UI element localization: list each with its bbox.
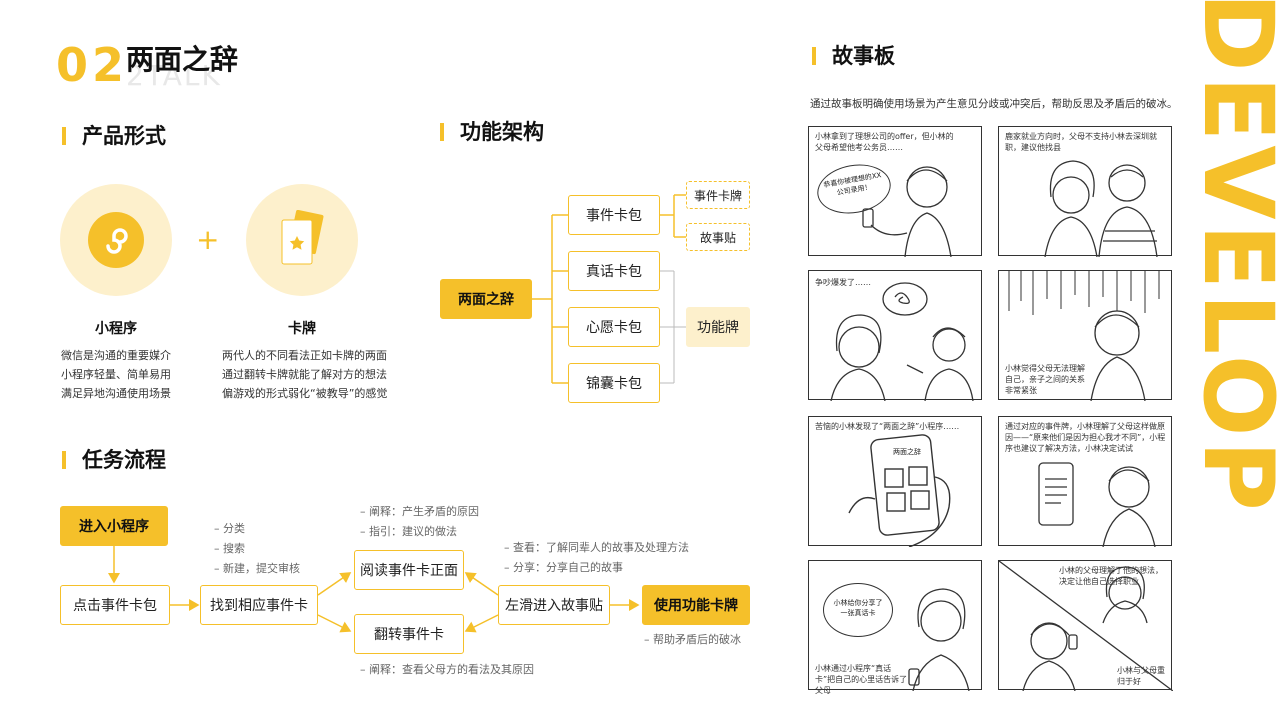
branch-tips-pack: 锦囊卡包 (568, 363, 660, 403)
architecture-root: 两面之辞 (440, 279, 532, 319)
flow-use-function-card: 使用功能卡牌 (642, 585, 750, 625)
notes-read-front: – 阐释：产生矛盾的原因 – 指引：建议的做法 (360, 505, 479, 538)
architecture-title: 功能架构 (440, 120, 544, 144)
story-panel-2: 鹿家就业方向时，父母不支持小林去深圳就职，建议他找县 (998, 126, 1172, 257)
flow-read-front: 阅读事件卡正面 (354, 550, 464, 590)
notes-swipe-story: – 查看：了解同辈人的故事及处理方法 – 分享：分享自己的故事 (504, 541, 689, 574)
story-panel-5: 苦恼的小林发现了“两面之辞”小程序…… 两面之辞 (808, 416, 982, 547)
storyboard-subtitle: 通过故事板明确使用场景为产生意见分歧或冲突后，帮助反思及矛盾后的破冰。 (810, 98, 1178, 110)
story-panel-4: 小林觉得父母无法理解自己，亲子之间的关系非常紧张 (998, 270, 1172, 401)
mini-program-label: 小程序 (95, 321, 137, 337)
function-card-node: 功能牌 (686, 307, 750, 347)
illustration-reconcile (999, 561, 1173, 691)
storyboard-title: 故事板 (812, 44, 895, 68)
flow-click-pack: 点击事件卡包 (60, 585, 170, 625)
notes-use-function: – 帮助矛盾后的破冰 (644, 633, 741, 646)
develop-side-text: DEVELOP (1200, 0, 1280, 515)
mini-program-circle (60, 184, 172, 296)
story-panel-8: 小林的父母理解了他的想法，决定让他自己选择职业 小林与父母重归于好 (998, 560, 1173, 691)
story-panel-6: 通过对应的事件牌，小林理解了父母这样做原因——“原来他们是因为担心我才不同”，小… (998, 416, 1172, 547)
card-circle (246, 184, 358, 296)
event-card-sub: 事件卡牌 (686, 181, 750, 209)
story-sticker-sub: 故事贴 (686, 223, 750, 251)
illustration-argument (830, 282, 974, 401)
illustration-boy-phone (862, 166, 952, 257)
card-desc: 两代人的不同看法正如卡牌的两面 通过翻转卡牌就能了解对方的想法 偏游戏的形式弱化… (222, 349, 388, 400)
mini-program-desc: 微信是沟通的重要媒介 小程序轻量、简单易用 满足异地沟通使用场景 (61, 349, 171, 400)
product-form-title: 产品形式 (62, 124, 166, 148)
branch-event-pack: 事件卡包 (568, 195, 660, 235)
story-panel-3: 争吵爆发了…… (808, 270, 982, 401)
illustration-sad-boy (1008, 271, 1160, 401)
notes-find-card: – 分类 – 搜索 – 新建，提交审核 (214, 522, 300, 575)
page-title: 两面之辞 (126, 43, 239, 76)
task-flow-title: 任务流程 (62, 448, 166, 472)
title-english-watermark: 2TALK (126, 59, 222, 92)
illustration-reading-phone (1038, 462, 1156, 547)
story-panel-1: 小林拿到了理想公司的offer，但小林的父母希望他考公务员…… 恭喜你被理想的X… (808, 126, 982, 257)
section-number: 02 (56, 38, 129, 92)
branch-truth-pack: 真话卡包 (568, 251, 660, 291)
flow-start: 进入小程序 (60, 506, 168, 546)
notes-flip-card: – 阐释：查看父母方的看法及其原因 (360, 663, 534, 676)
mini-program-icon (88, 212, 144, 268)
illustration-parents (1044, 160, 1158, 257)
flow-flip-card: 翻转事件卡 (354, 614, 464, 654)
flow-swipe-story: 左滑进入故事贴 (498, 585, 610, 625)
story-panel-7: 小林给你分享了一张真话卡 小林通过小程序“真话卡”把自己的心里话告诉了父母 (808, 560, 982, 695)
plus-sign: + (196, 223, 220, 256)
illustration-mother-phone (908, 588, 970, 691)
flow-find-card: 找到相应事件卡 (200, 585, 318, 625)
illustration-phone-app (848, 434, 951, 547)
branch-wish-pack: 心愿卡包 (568, 307, 660, 347)
card-label: 卡牌 (288, 321, 316, 337)
card-icon (278, 209, 328, 274)
